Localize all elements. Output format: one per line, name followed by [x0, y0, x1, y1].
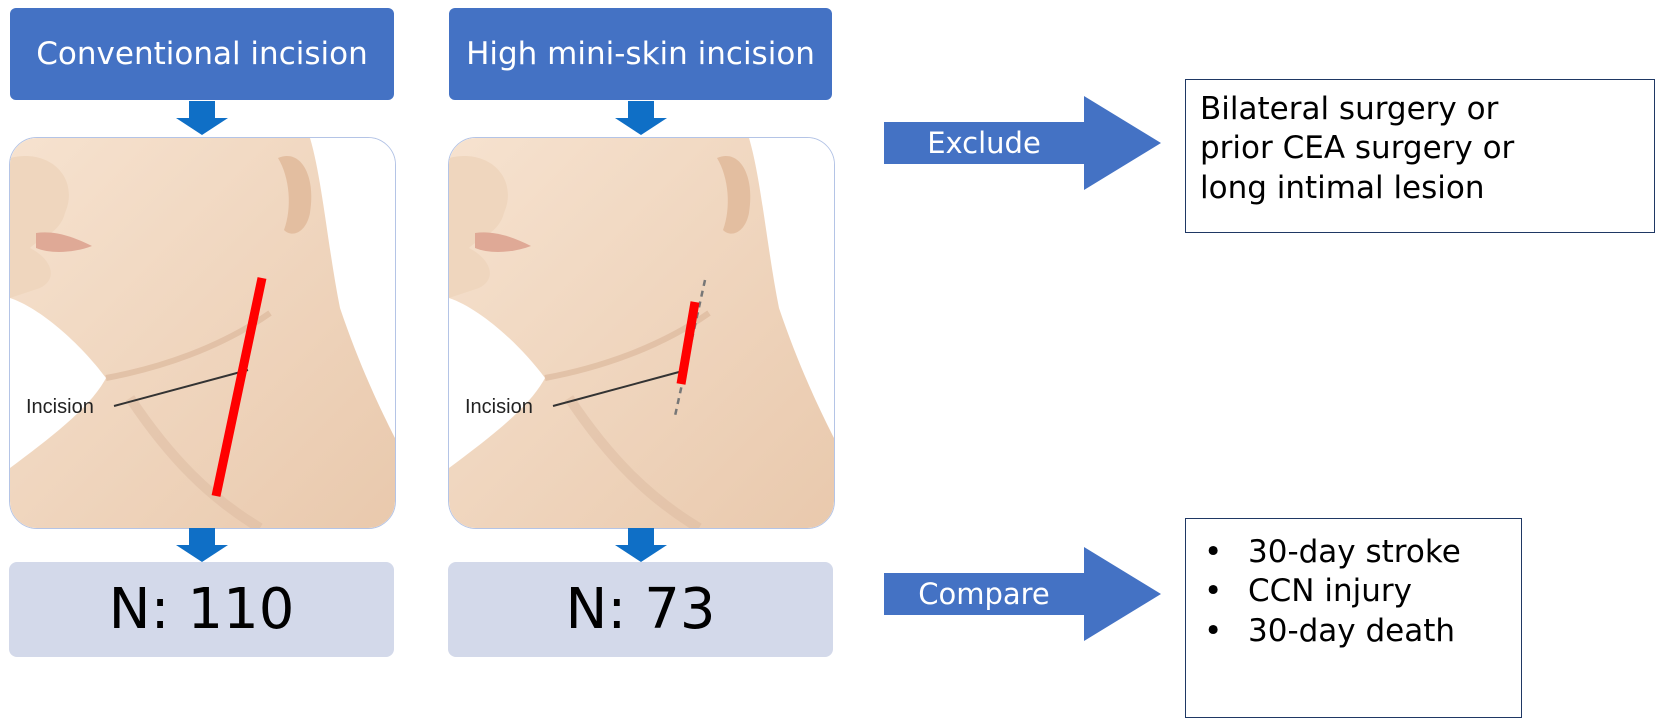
incision-label: Incision [465, 396, 533, 418]
outcome-item: •30-day death [1186, 612, 1521, 651]
outcome-text: 30-day death [1248, 613, 1455, 649]
high-mini-skin-incision-header: High mini-skin incision [449, 8, 832, 100]
mini-count-box: N: 73 [448, 562, 833, 657]
incision-label: Incision [26, 396, 94, 418]
outcome-text: CCN injury [1248, 573, 1412, 609]
outcomes-list: •30-day stroke •CCN injury •30-day death [1186, 533, 1521, 651]
neck-illustration: Incision [449, 138, 834, 528]
outcome-item: •30-day stroke [1186, 533, 1521, 572]
exclusion-criteria-box: Bilateral surgery or prior CEA surgery o… [1185, 79, 1655, 233]
down-arrow-icon [615, 528, 667, 562]
down-arrow-icon [176, 528, 228, 562]
count-value: 73 [644, 577, 715, 642]
count-label: N: [109, 577, 170, 642]
compare-label: Compare [884, 577, 1084, 611]
neck-illustration: Incision [10, 138, 395, 528]
high-mini-skin-incision-illustration: Incision [448, 137, 835, 529]
down-arrow-icon [615, 101, 667, 135]
exclusion-criterion: long intimal lesion [1200, 169, 1654, 208]
outcomes-box: •30-day stroke •CCN injury •30-day death [1185, 518, 1522, 718]
exclusion-criterion: Bilateral surgery or [1200, 90, 1654, 129]
compare-arrow: Compare [884, 547, 1161, 641]
conventional-incision-header: Conventional incision [10, 8, 394, 100]
exclude-arrow: Exclude [884, 96, 1161, 190]
count-value: 110 [187, 577, 294, 642]
exclude-label: Exclude [884, 126, 1084, 160]
count-label: N: [565, 577, 626, 642]
outcome-text: 30-day stroke [1248, 534, 1461, 570]
exclusion-criterion: prior CEA surgery or [1200, 129, 1654, 168]
conventional-count-box: N: 110 [9, 562, 394, 657]
conventional-incision-illustration: Incision [9, 137, 396, 529]
high-mini-skin-incision-title: High mini-skin incision [466, 36, 815, 72]
outcome-item: •CCN injury [1186, 572, 1521, 611]
down-arrow-icon [176, 101, 228, 135]
conventional-incision-title: Conventional incision [36, 36, 367, 72]
